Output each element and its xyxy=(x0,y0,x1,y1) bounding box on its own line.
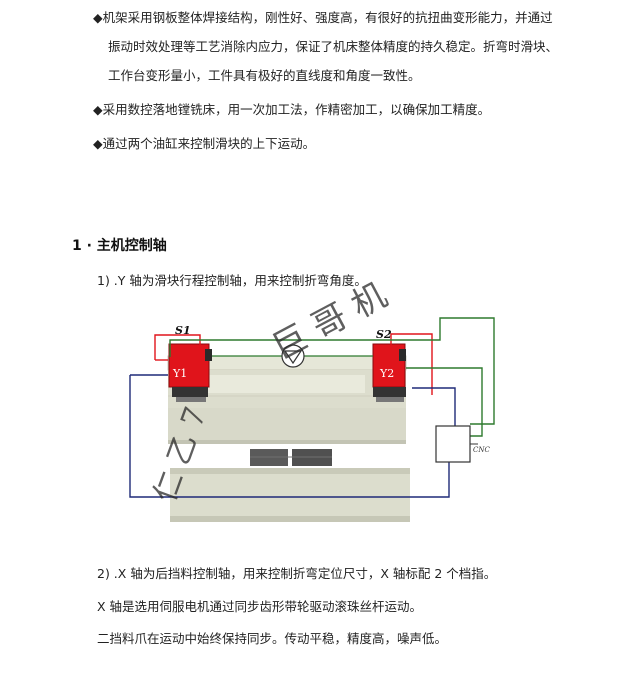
green-wire-top xyxy=(169,317,495,425)
paragraph-frame-line-3: 工作台变形量小，工件具有极好的直线度和角度一致性。 xyxy=(108,68,421,83)
sync-description: 二挡料爪在运动中始终保持同步。传动平稳，精度高，噪声低。 xyxy=(97,631,448,646)
cylinder-left xyxy=(168,343,210,388)
y-axis-description: 1) .Y 轴为滑块行程控制轴，用来控制折弯角度。 xyxy=(97,273,367,288)
blue-wire-loop xyxy=(412,387,456,426)
label-cnc: CNC xyxy=(473,446,490,454)
paragraph-frame-line-2: 振动时效处理等工艺消除内应力，保证了机床整体精度的持久稳定。折弯时滑块、 xyxy=(108,39,559,54)
label-y2: Y2 xyxy=(379,367,394,380)
lower-table-top xyxy=(170,468,410,474)
x-axis-description: 2) .X 轴为后挡料控制轴，用来控制折弯定位尺寸，X 轴标配 2 个档指。 xyxy=(97,566,497,581)
center-mark-triangle xyxy=(283,350,303,365)
label-s1: S1 xyxy=(175,324,191,337)
label-s2: S2 xyxy=(376,328,392,341)
paragraph-frame-line-1: ◆机架采用钢板整体焊接结构，刚性好、强度高，有很好的抗扭曲变形能力，并通过 xyxy=(93,10,553,25)
cylinder-right-cap xyxy=(399,349,406,361)
cylinder-right-foot xyxy=(376,397,404,402)
paragraph-cylinders: ◆通过两个油缸来控制滑块的上下运动。 xyxy=(93,136,316,151)
slide-beam-highlight xyxy=(205,375,365,393)
blue-wire-bottom xyxy=(129,375,450,498)
x-axis-detail: X 轴是选用伺服电机通过同步齿形带轮驱动滚珠丝杆运动。 xyxy=(97,599,423,614)
label-y1: Y1 xyxy=(172,367,187,380)
lower-table xyxy=(170,468,410,522)
section-heading: 1 · 主机控制轴 xyxy=(72,238,167,254)
cylinder-right-base xyxy=(373,387,406,397)
cylinder-left-base xyxy=(172,387,208,397)
lower-table-bottom xyxy=(170,516,410,522)
paragraph-machining: ◆采用数控落地镗铣床，用一次加工法，作精密加工，以确保加工精度。 xyxy=(93,102,491,117)
ram-plate-shadow xyxy=(168,440,406,444)
cylinder-left-cap xyxy=(205,349,212,361)
ram-plate xyxy=(168,408,406,444)
green-wire-right xyxy=(406,367,483,437)
cnc-box xyxy=(435,425,471,463)
cylinder-left-foot xyxy=(176,397,206,402)
